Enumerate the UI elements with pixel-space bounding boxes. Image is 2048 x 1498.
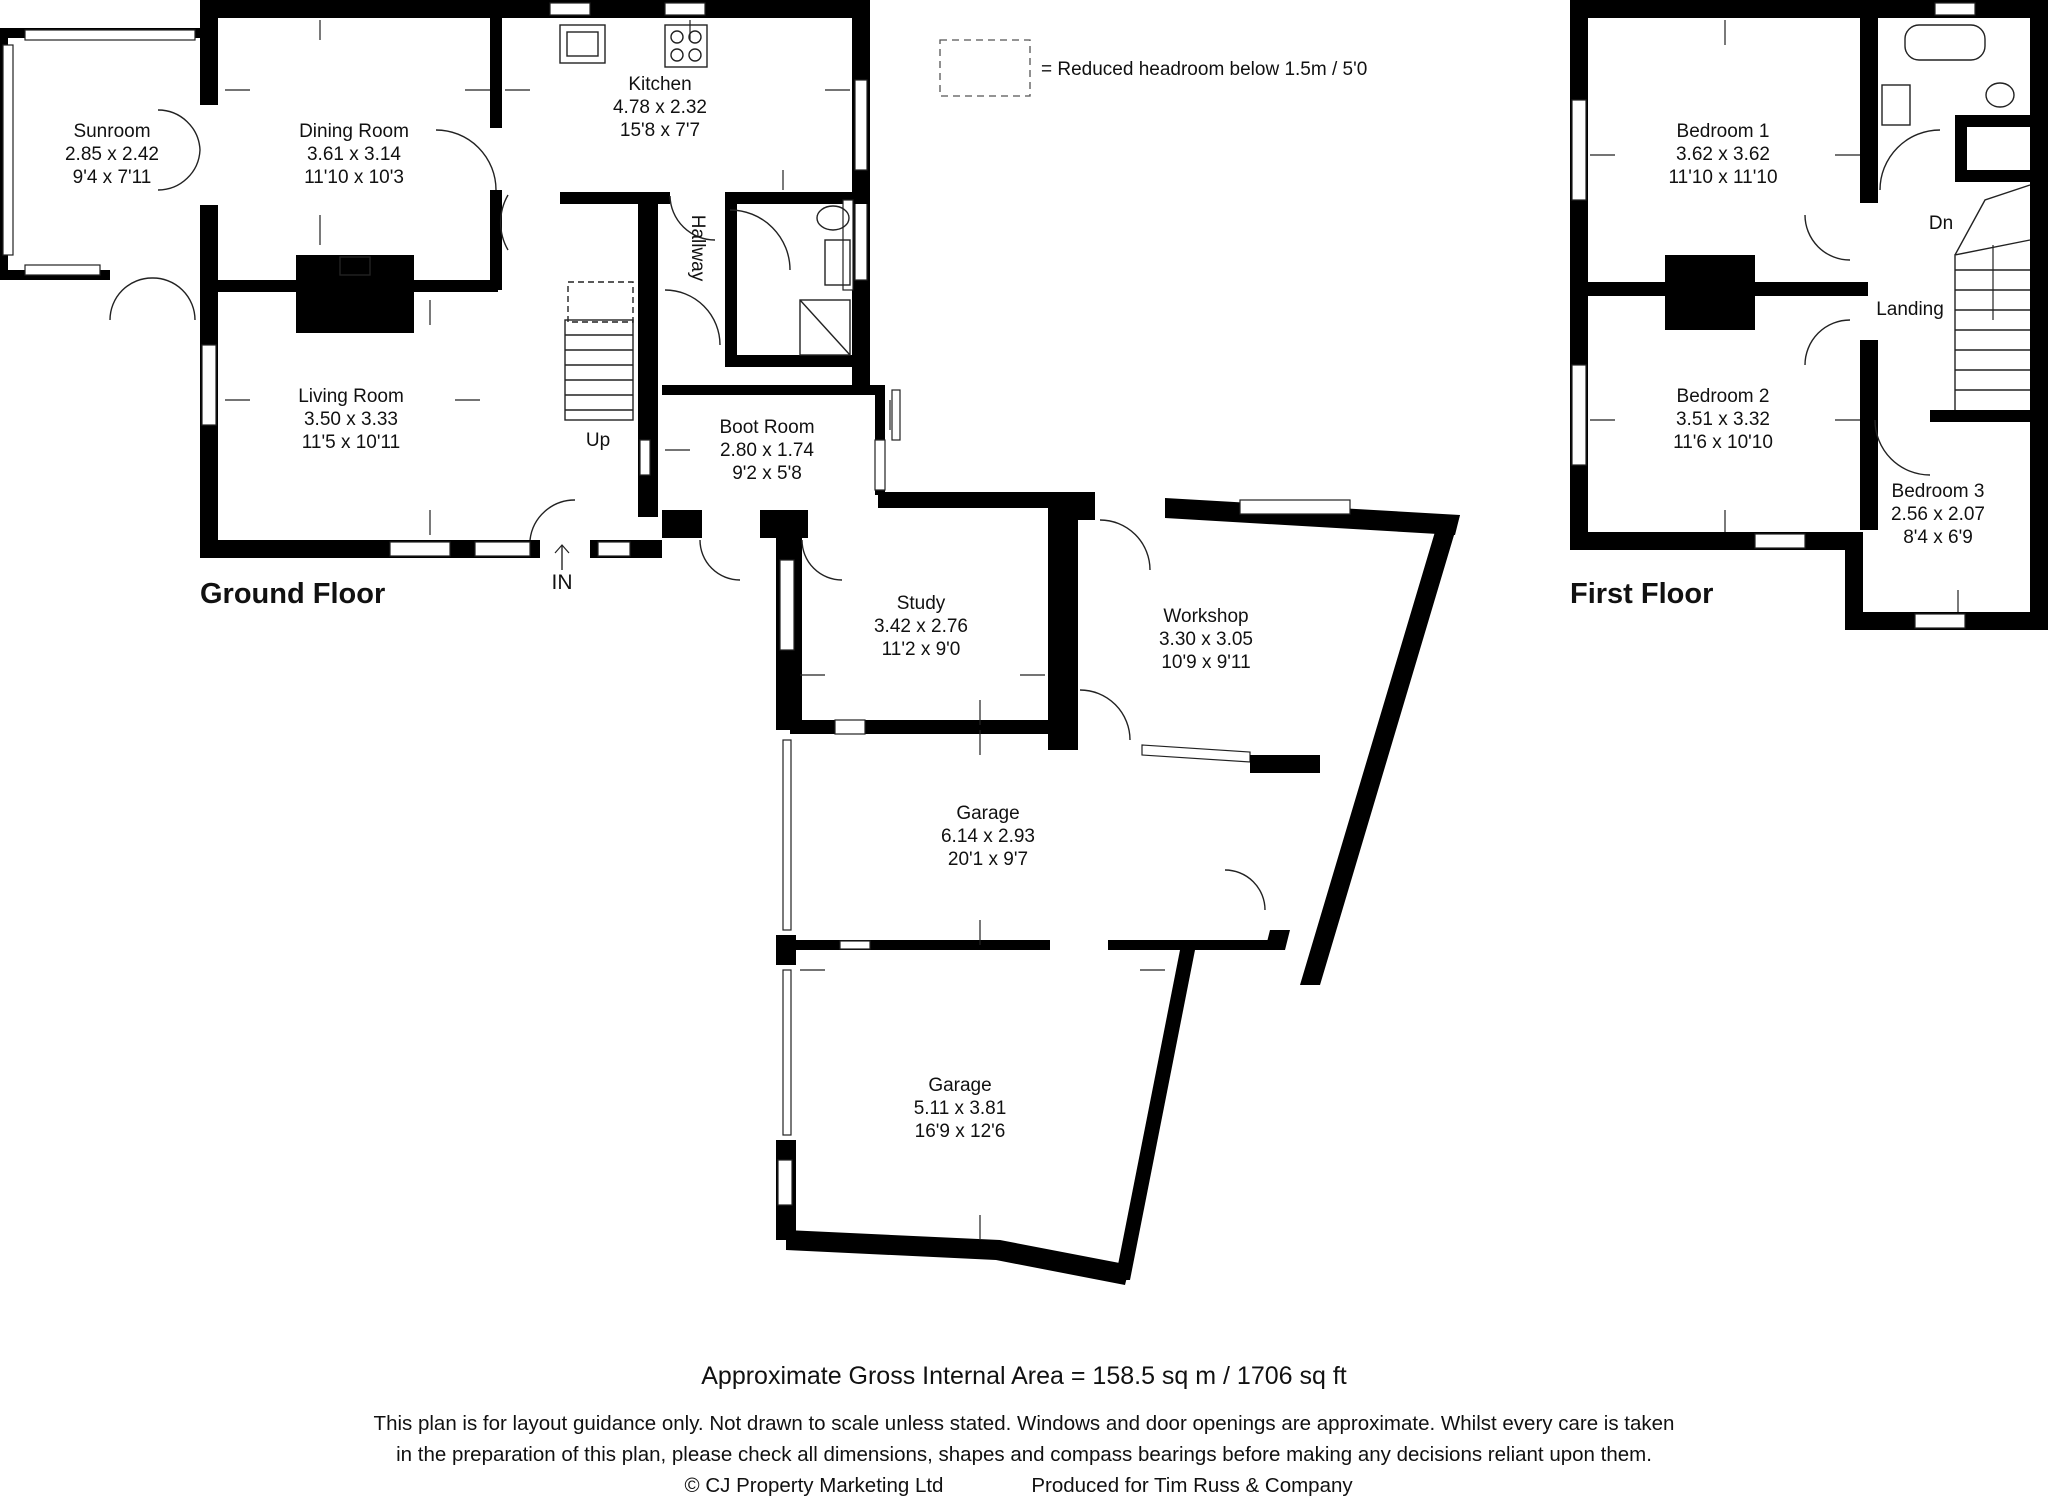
room-name: Bedroom 2 [1677,386,1770,407]
room-study: Study 3.42 x 2.76 11'2 x 9'0 [874,593,968,660]
room-name: Kitchen [628,74,691,95]
legend-text: = Reduced headroom below 1.5m / 5'0 [1041,59,1367,80]
room-imperial: 9'4 x 7'11 [73,167,152,188]
room-metric: 3.51 x 3.32 [1676,409,1770,430]
room-name: Garage [956,803,1019,824]
room-kitchen: Kitchen 4.78 x 2.32 15'8 x 7'7 [613,74,707,141]
room-metric: 3.62 x 3.62 [1676,144,1770,165]
room-workshop: Workshop 3.30 x 3.05 10'9 x 9'11 [1159,606,1253,673]
room-name: Bedroom 3 [1892,481,1985,502]
room-garage-1: Garage 6.14 x 2.93 20'1 x 9'7 [941,803,1035,870]
room-name: Living Room [298,386,404,407]
entrance-label: IN [552,571,573,594]
room-imperial: 11'5 x 10'11 [302,432,400,453]
first-floor-walls [1570,0,2048,630]
room-boot: Boot Room 2.80 x 1.74 9'2 x 5'8 [719,417,814,484]
room-metric: 3.30 x 3.05 [1159,629,1253,650]
ground-floor-title: Ground Floor [200,578,385,610]
dimension-arrows [225,20,1165,1240]
room-imperial: 10'9 x 9'11 [1161,652,1250,673]
room-imperial: 11'2 x 9'0 [882,639,961,660]
stairs-up-label: Up [586,430,610,451]
room-imperial: 11'10 x 11'10 [1668,167,1777,188]
room-metric: 3.42 x 2.76 [874,616,968,637]
room-metric: 4.78 x 2.32 [613,97,707,118]
copyright: © CJ Property Marketing Ltd [685,1474,944,1497]
gross-area: Approximate Gross Internal Area = 158.5 … [701,1362,1347,1390]
room-bedroom-2: Bedroom 2 3.51 x 3.32 11'6 x 10'10 [1673,386,1773,453]
stairs-down-label: Dn [1929,213,1953,234]
hallway-label: Hallway [687,215,708,282]
room-garage-2: Garage 5.11 x 3.81 16'9 x 12'6 [914,1075,1007,1142]
room-metric: 5.11 x 3.81 [914,1098,1007,1119]
disclaimer-line-2: in the preparation of this plan, please … [396,1443,1652,1466]
room-metric: 3.50 x 3.33 [304,409,398,430]
room-name: Garage [928,1075,991,1096]
ground-floor-walls [0,0,1460,1285]
room-dining: Dining Room 3.61 x 3.14 11'10 x 10'3 [299,121,409,188]
room-metric: 2.85 x 2.42 [65,144,159,165]
room-metric: 2.80 x 1.74 [720,440,814,461]
room-imperial: 8'4 x 6'9 [1903,527,1973,548]
room-name: Dining Room [299,121,409,142]
room-name: Bedroom 1 [1677,121,1770,142]
landing-label: Landing [1876,299,1944,320]
legend-dashed-box [939,39,1031,97]
room-metric: 3.61 x 3.14 [307,144,401,165]
first-floor-title: First Floor [1570,578,1713,610]
room-imperial: 20'1 x 9'7 [948,849,1028,870]
room-name: Boot Room [719,417,814,438]
produced-for: Produced for Tim Russ & Company [1031,1474,1353,1497]
room-name: Workshop [1163,606,1248,627]
room-imperial: 11'10 x 10'3 [304,167,404,188]
room-imperial: 9'2 x 5'8 [732,463,802,484]
first-floor-fixtures [1590,20,2031,612]
room-sunroom: Sunroom 2.85 x 2.42 9'4 x 7'11 [65,121,159,188]
room-bedroom-1: Bedroom 1 3.62 x 3.62 11'10 x 11'10 [1668,121,1777,188]
room-metric: 6.14 x 2.93 [941,826,1035,847]
room-bedroom-3: Bedroom 3 2.56 x 2.07 8'4 x 6'9 [1891,481,1985,548]
room-imperial: 11'6 x 10'10 [1673,432,1773,453]
room-name: Study [897,593,946,614]
room-imperial: 15'8 x 7'7 [620,120,700,141]
entrance-arrow-icon [554,544,570,570]
ground-floor-fixtures [109,24,1266,911]
disclaimer-line-1: This plan is for layout guidance only. N… [374,1412,1675,1435]
room-metric: 2.56 x 2.07 [1891,504,1985,525]
room-living: Living Room 3.50 x 3.33 11'5 x 10'11 [298,386,404,453]
room-name: Sunroom [73,121,150,142]
room-imperial: 16'9 x 12'6 [915,1121,1006,1142]
